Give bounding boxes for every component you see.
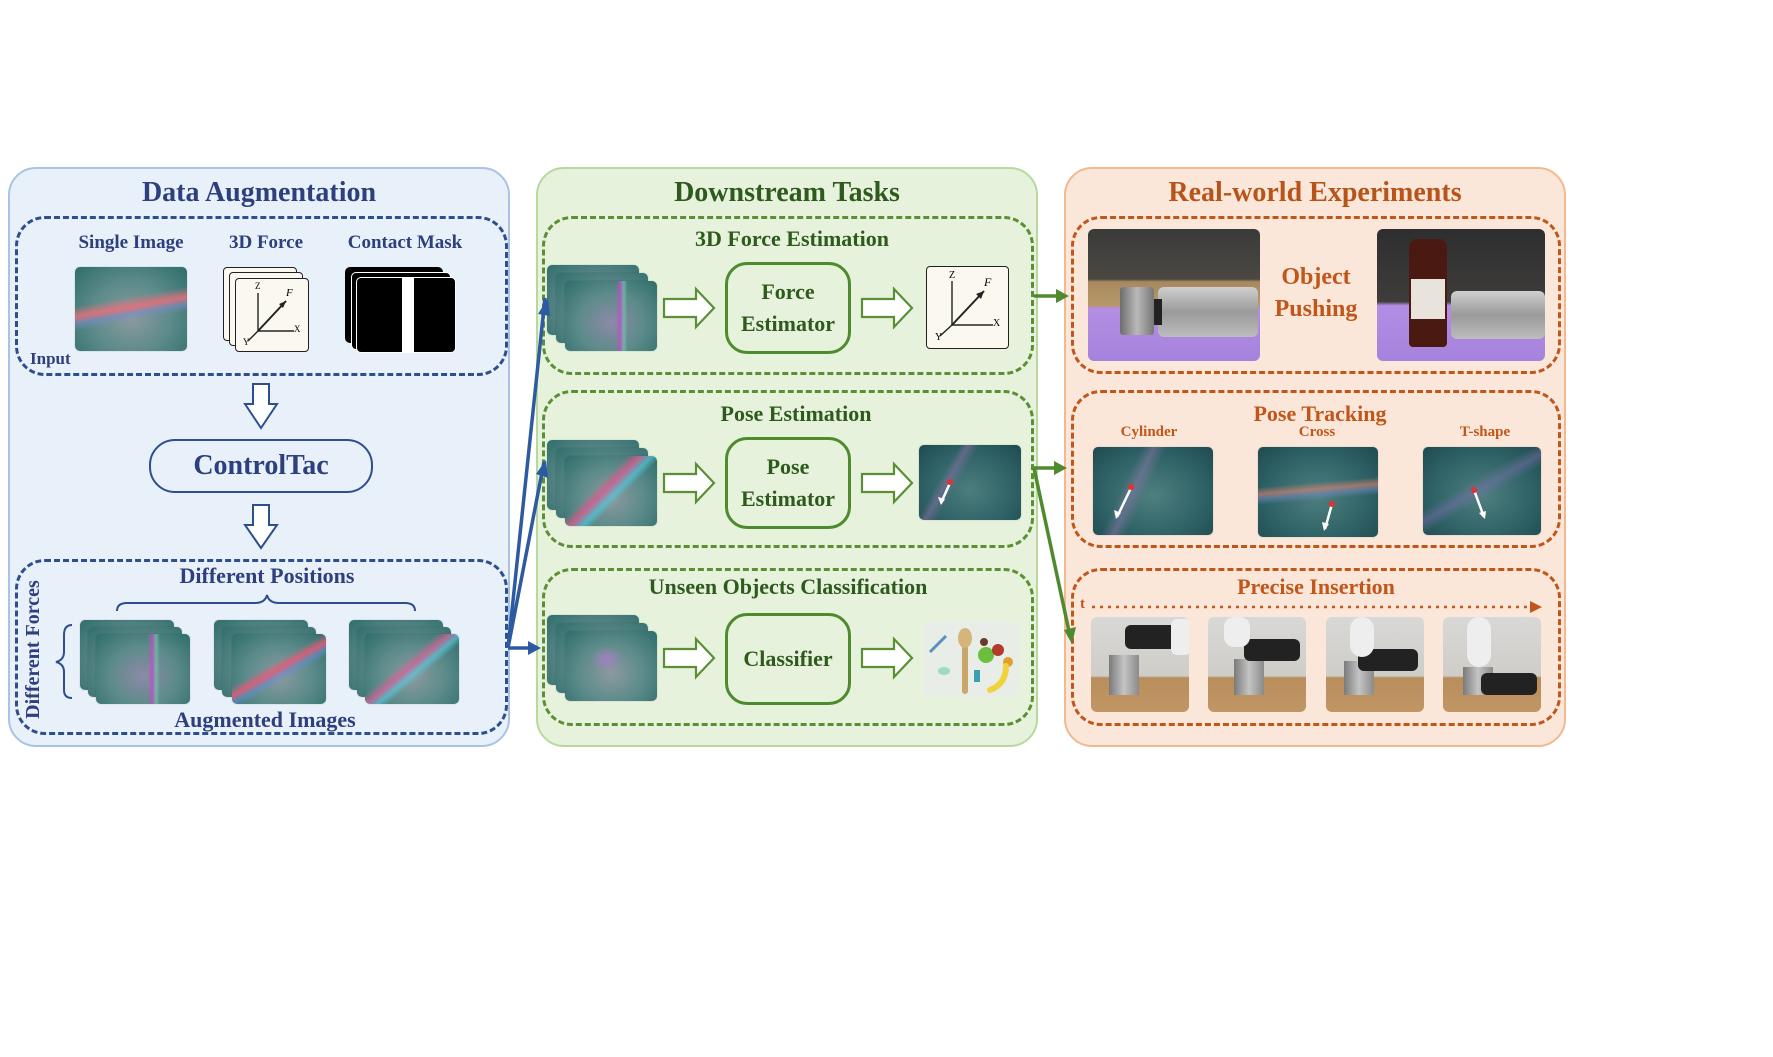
task-title-unseen-classification: Unseen Objects Classification <box>648 574 928 599</box>
force-card-front: Z X Y F <box>235 278 309 352</box>
precise-insertion-title: Precise Insertion <box>1237 574 1395 599</box>
input-label-single-image: Single Image <box>78 232 184 253</box>
panel-title-downstream-tasks: Downstream Tasks <box>674 177 900 208</box>
pushing-photo-cylinder <box>1088 229 1260 361</box>
different-positions-label: Different Positions <box>179 563 355 588</box>
classifier-model: Classifier <box>725 613 851 705</box>
force-output-axis-f: F <box>984 275 992 289</box>
tracking-label-cross: Cross <box>1298 424 1336 440</box>
tracking-arrow-cross-icon <box>1322 501 1335 531</box>
pose-output-image <box>919 445 1021 520</box>
contact-mask-front <box>356 277 456 353</box>
task-title-force-estimation: 3D Force Estimation <box>695 226 889 251</box>
tracking-label-cylinder: Cylinder <box>1120 424 1178 440</box>
tracking-arrow-cylinder-icon <box>1114 484 1134 519</box>
force-output-axis-z: Z <box>949 270 956 281</box>
force-axis-y: Y <box>243 337 250 347</box>
panel-title-data-augmentation: Data Augmentation <box>141 177 377 208</box>
different-forces-label: Different Forces <box>21 580 44 719</box>
pose-output-arrow-icon <box>938 479 953 505</box>
force-output-axis-x: X <box>993 318 1001 329</box>
pose-estimator-model: Pose Estimator <box>725 437 851 529</box>
input-section-label: Input <box>30 349 71 368</box>
pushing-photo-bottle <box>1377 229 1545 361</box>
object-pushing-label-line2: Pushing <box>1274 296 1358 322</box>
tracking-image-tshape <box>1423 447 1541 535</box>
augmented-images-label: Augmented Images <box>174 707 356 732</box>
force-estimator-model: Force Estimator <box>725 262 851 354</box>
force-output-axes-icon <box>939 281 993 337</box>
force-output-card: Z X Y F <box>926 266 1009 349</box>
task-title-pose-estimation: Pose Estimation <box>720 401 872 426</box>
tracking-image-cylinder <box>1093 447 1213 535</box>
classifier-label: Classifier <box>743 646 833 671</box>
input-section <box>15 216 508 376</box>
time-axis-label: t <box>1080 596 1085 612</box>
panel-title-real-world: Real-world Experiments <box>1168 177 1462 208</box>
insertion-frame-3 <box>1326 617 1424 712</box>
pose-estimator-label: Pose Estimator <box>740 454 836 511</box>
force-output-axis-y: Y <box>935 332 943 343</box>
tracking-arrow-tshape-icon <box>1471 487 1486 519</box>
task-force-estimation <box>542 216 1034 375</box>
controltac-label: ControlTac <box>193 450 329 481</box>
insertion-frame-2 <box>1208 617 1306 712</box>
input-label-3d-force: 3D Force <box>228 232 304 253</box>
insertion-frame-4 <box>1443 617 1541 712</box>
tracking-label-tshape: T-shape <box>1459 424 1511 440</box>
force-axis-f: F <box>286 287 293 299</box>
object-pushing-section <box>1071 216 1561 374</box>
pose-tracking-title: Pose Tracking <box>1253 401 1387 426</box>
input-label-contact-mask: Contact Mask <box>347 232 463 253</box>
precise-insertion-section <box>1071 568 1561 726</box>
unseen-objects-image <box>924 622 1019 697</box>
insertion-frame-1 <box>1091 617 1189 712</box>
force-estimator-label: Force Estimator <box>740 279 836 336</box>
objects-collage-icon <box>928 628 1013 694</box>
force-axes-icon <box>247 293 294 342</box>
single-tactile-image <box>75 267 187 351</box>
object-pushing-label-line1: Object <box>1281 264 1351 290</box>
tracking-image-cross <box>1258 447 1378 537</box>
controltac-model: ControlTac <box>149 439 373 493</box>
force-axis-x: X <box>294 324 301 334</box>
force-axis-z: Z <box>255 281 261 291</box>
pose-tracking-section <box>1071 390 1561 548</box>
